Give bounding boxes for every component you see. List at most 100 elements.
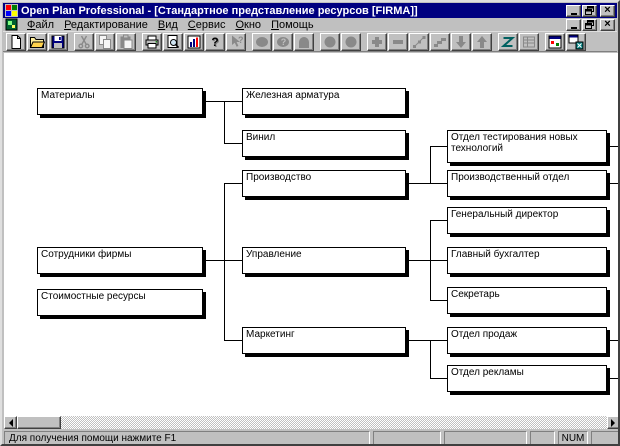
scatter-icon xyxy=(411,34,427,50)
node-iron-rebar[interactable]: Железная арматура xyxy=(242,88,406,115)
toolbar-button-save[interactable] xyxy=(48,32,68,51)
document-icon[interactable] xyxy=(5,18,18,31)
node-new-tech-testing-dept[interactable]: Отдел тестирования новых технологий xyxy=(447,130,607,163)
num-lock-indicator: NUM xyxy=(558,431,588,444)
document-restore-button[interactable] xyxy=(582,18,597,31)
table-icon xyxy=(521,34,537,50)
window-close-button[interactable]: × xyxy=(600,4,615,17)
toolbar-button-copy[interactable] xyxy=(95,32,115,51)
toolbar-button-ellipse[interactable] xyxy=(252,32,272,51)
connector-line xyxy=(430,378,447,379)
status-panel-2 xyxy=(373,431,441,444)
toolbar-button-print-preview[interactable] xyxy=(163,32,183,51)
connector-line xyxy=(430,220,447,221)
toolbar-button-plus[interactable] xyxy=(367,32,387,51)
minus-icon xyxy=(390,34,406,50)
toolbar-button-table[interactable] xyxy=(519,32,539,51)
node-secretary[interactable]: Секретарь xyxy=(447,287,607,314)
window-new-icon xyxy=(568,34,584,50)
steps-icon xyxy=(432,34,448,50)
help-icon: ? xyxy=(211,34,219,49)
svg-text:?: ? xyxy=(238,35,244,45)
window-restore-button[interactable] xyxy=(582,4,597,17)
plus-icon xyxy=(369,34,385,50)
menu-bar: Файл Редактирование Вид Сервис Окно Помощь × xyxy=(3,18,617,31)
svg-text:?: ? xyxy=(281,37,287,47)
arrow-up-icon xyxy=(474,34,490,50)
menu-item-service[interactable]: Сервис xyxy=(187,18,226,31)
toolbar-button-window-tile[interactable] xyxy=(545,32,565,51)
new-document-icon xyxy=(8,34,24,50)
toolbar-button-histogram[interactable] xyxy=(184,32,204,51)
connector-line xyxy=(607,146,618,147)
app-icon[interactable] xyxy=(5,4,18,17)
save-icon xyxy=(50,34,66,50)
toolbar-button-open-folder[interactable] xyxy=(27,32,47,51)
paste-icon xyxy=(118,34,134,50)
print-icon xyxy=(144,34,160,50)
node-vinyl[interactable]: Винил xyxy=(242,130,406,157)
connector-line xyxy=(224,340,242,341)
scrollbar-thumb[interactable] xyxy=(17,416,61,429)
connector-line xyxy=(430,146,447,147)
toolbar-button-zigzag[interactable] xyxy=(498,32,518,51)
cut-icon xyxy=(76,34,92,50)
node-cost-resources[interactable]: Стоимостные ресурсы xyxy=(37,289,203,316)
node-advertising-dept[interactable]: Отдел рекламы xyxy=(447,365,607,392)
circle-right-icon xyxy=(343,34,359,50)
toolbar-button-cut[interactable] xyxy=(74,32,94,51)
toolbar-button-minus[interactable] xyxy=(388,32,408,51)
menu-item-edit[interactable]: Редактирование xyxy=(64,18,148,31)
node-general-director[interactable]: Генеральный директор xyxy=(447,207,607,234)
toolbar-button-scatter[interactable] xyxy=(409,32,429,51)
scroll-left-icon[interactable] xyxy=(4,416,17,429)
connector-line xyxy=(406,340,447,341)
toolbar-button-arrow-down[interactable] xyxy=(451,32,471,51)
menu-item-view[interactable]: Вид xyxy=(157,18,178,31)
toolbar-button-help[interactable]: ? xyxy=(205,32,225,51)
arch-icon xyxy=(296,34,312,50)
toolbar-button-arrow-up[interactable] xyxy=(472,32,492,51)
arrow-down-icon xyxy=(453,34,469,50)
status-bar: Для получения помощи нажмите F1 NUM xyxy=(4,431,618,444)
status-message: Для получения помощи нажмите F1 xyxy=(4,431,370,444)
connector-line xyxy=(430,340,431,379)
toolbar-button-circle-left[interactable] xyxy=(320,32,340,51)
window-title: Open Plan Professional - [Стандартное пр… xyxy=(21,4,418,17)
context-help-icon: ? xyxy=(228,34,244,50)
window-tile-icon xyxy=(547,34,563,50)
node-marketing[interactable]: Маркетинг xyxy=(242,327,406,354)
scroll-right-icon[interactable] xyxy=(607,416,618,429)
document-minimize-button[interactable] xyxy=(566,18,581,31)
node-company-employees[interactable]: Сотрудники фирмы xyxy=(37,247,203,274)
menu-item-window[interactable]: Окно xyxy=(235,18,262,31)
connector-line xyxy=(406,183,447,184)
copy-icon xyxy=(97,34,113,50)
node-production-dept[interactable]: Производственный отдел xyxy=(447,170,607,197)
node-management[interactable]: Управление xyxy=(242,247,406,274)
document-close-button[interactable]: × xyxy=(600,18,615,31)
menu-item-file[interactable]: Файл xyxy=(27,18,55,31)
toolbar-button-arch[interactable] xyxy=(294,32,314,51)
connector-line xyxy=(607,183,618,184)
node-chief-accountant[interactable]: Главный бухгалтер xyxy=(447,247,607,274)
toolbar-button-window-new[interactable] xyxy=(566,32,586,51)
ellipse-help-icon: ? xyxy=(275,34,291,50)
toolbar-button-steps[interactable] xyxy=(430,32,450,51)
node-materials[interactable]: Материалы xyxy=(37,88,203,115)
toolbar-button-circle-right[interactable] xyxy=(341,32,361,51)
toolbar-button-paste[interactable] xyxy=(116,32,136,51)
node-production[interactable]: Производство xyxy=(242,170,406,197)
connector-line xyxy=(430,300,447,301)
toolbar-button-print[interactable] xyxy=(142,32,162,51)
window-minimize-button[interactable] xyxy=(566,4,581,17)
toolbar-button-new-document[interactable] xyxy=(6,32,26,51)
horizontal-scrollbar[interactable] xyxy=(4,416,618,429)
toolbar-button-context-help[interactable]: ? xyxy=(226,32,246,51)
histogram-icon xyxy=(186,34,202,50)
menu-item-help[interactable]: Помощь xyxy=(271,18,314,31)
toolbar-button-ellipse-help[interactable]: ? xyxy=(273,32,293,51)
node-sales-dept[interactable]: Отдел продаж xyxy=(447,327,607,354)
